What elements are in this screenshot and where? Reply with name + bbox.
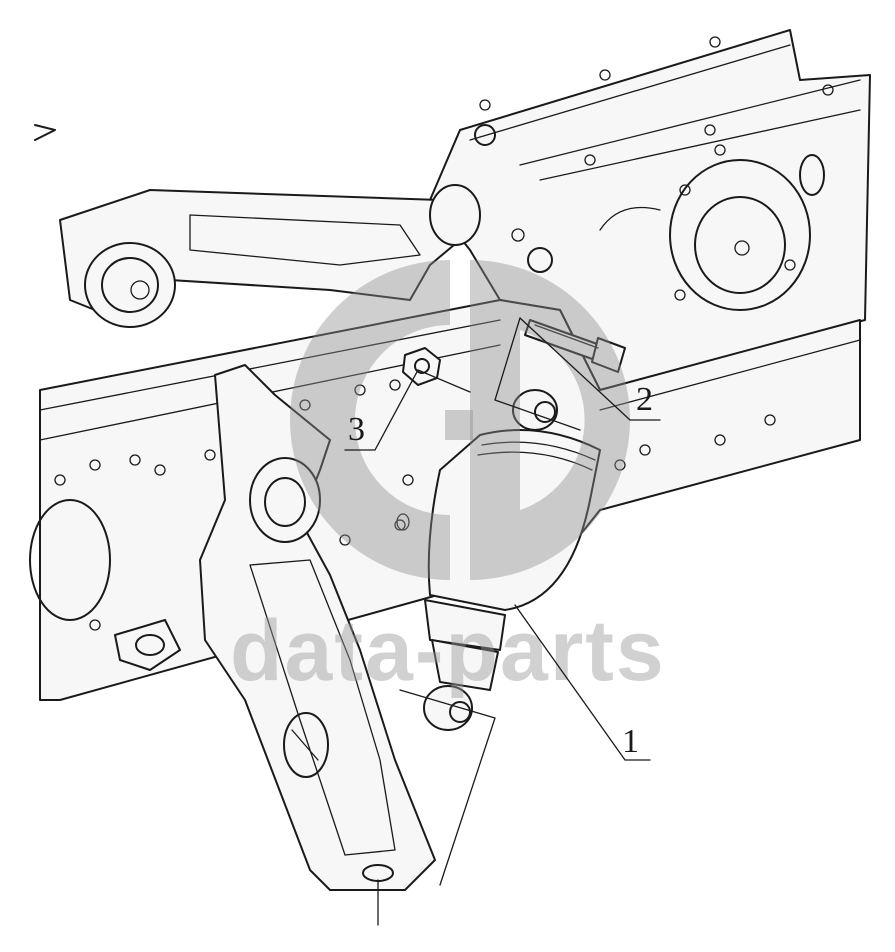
callout-1: 1 [622, 723, 639, 760]
lower-bracket [114, 364, 436, 891]
watermark-text: data-parts [230, 603, 666, 699]
callout-2: 2 [636, 381, 653, 418]
mounting-bolt [524, 319, 626, 373]
air-spring-shock-absorber [423, 389, 601, 731]
leader-lines [344, 317, 661, 926]
link-arm [34, 124, 481, 328]
callout-3: 3 [348, 411, 365, 448]
gb-logo-icon [290, 260, 630, 580]
